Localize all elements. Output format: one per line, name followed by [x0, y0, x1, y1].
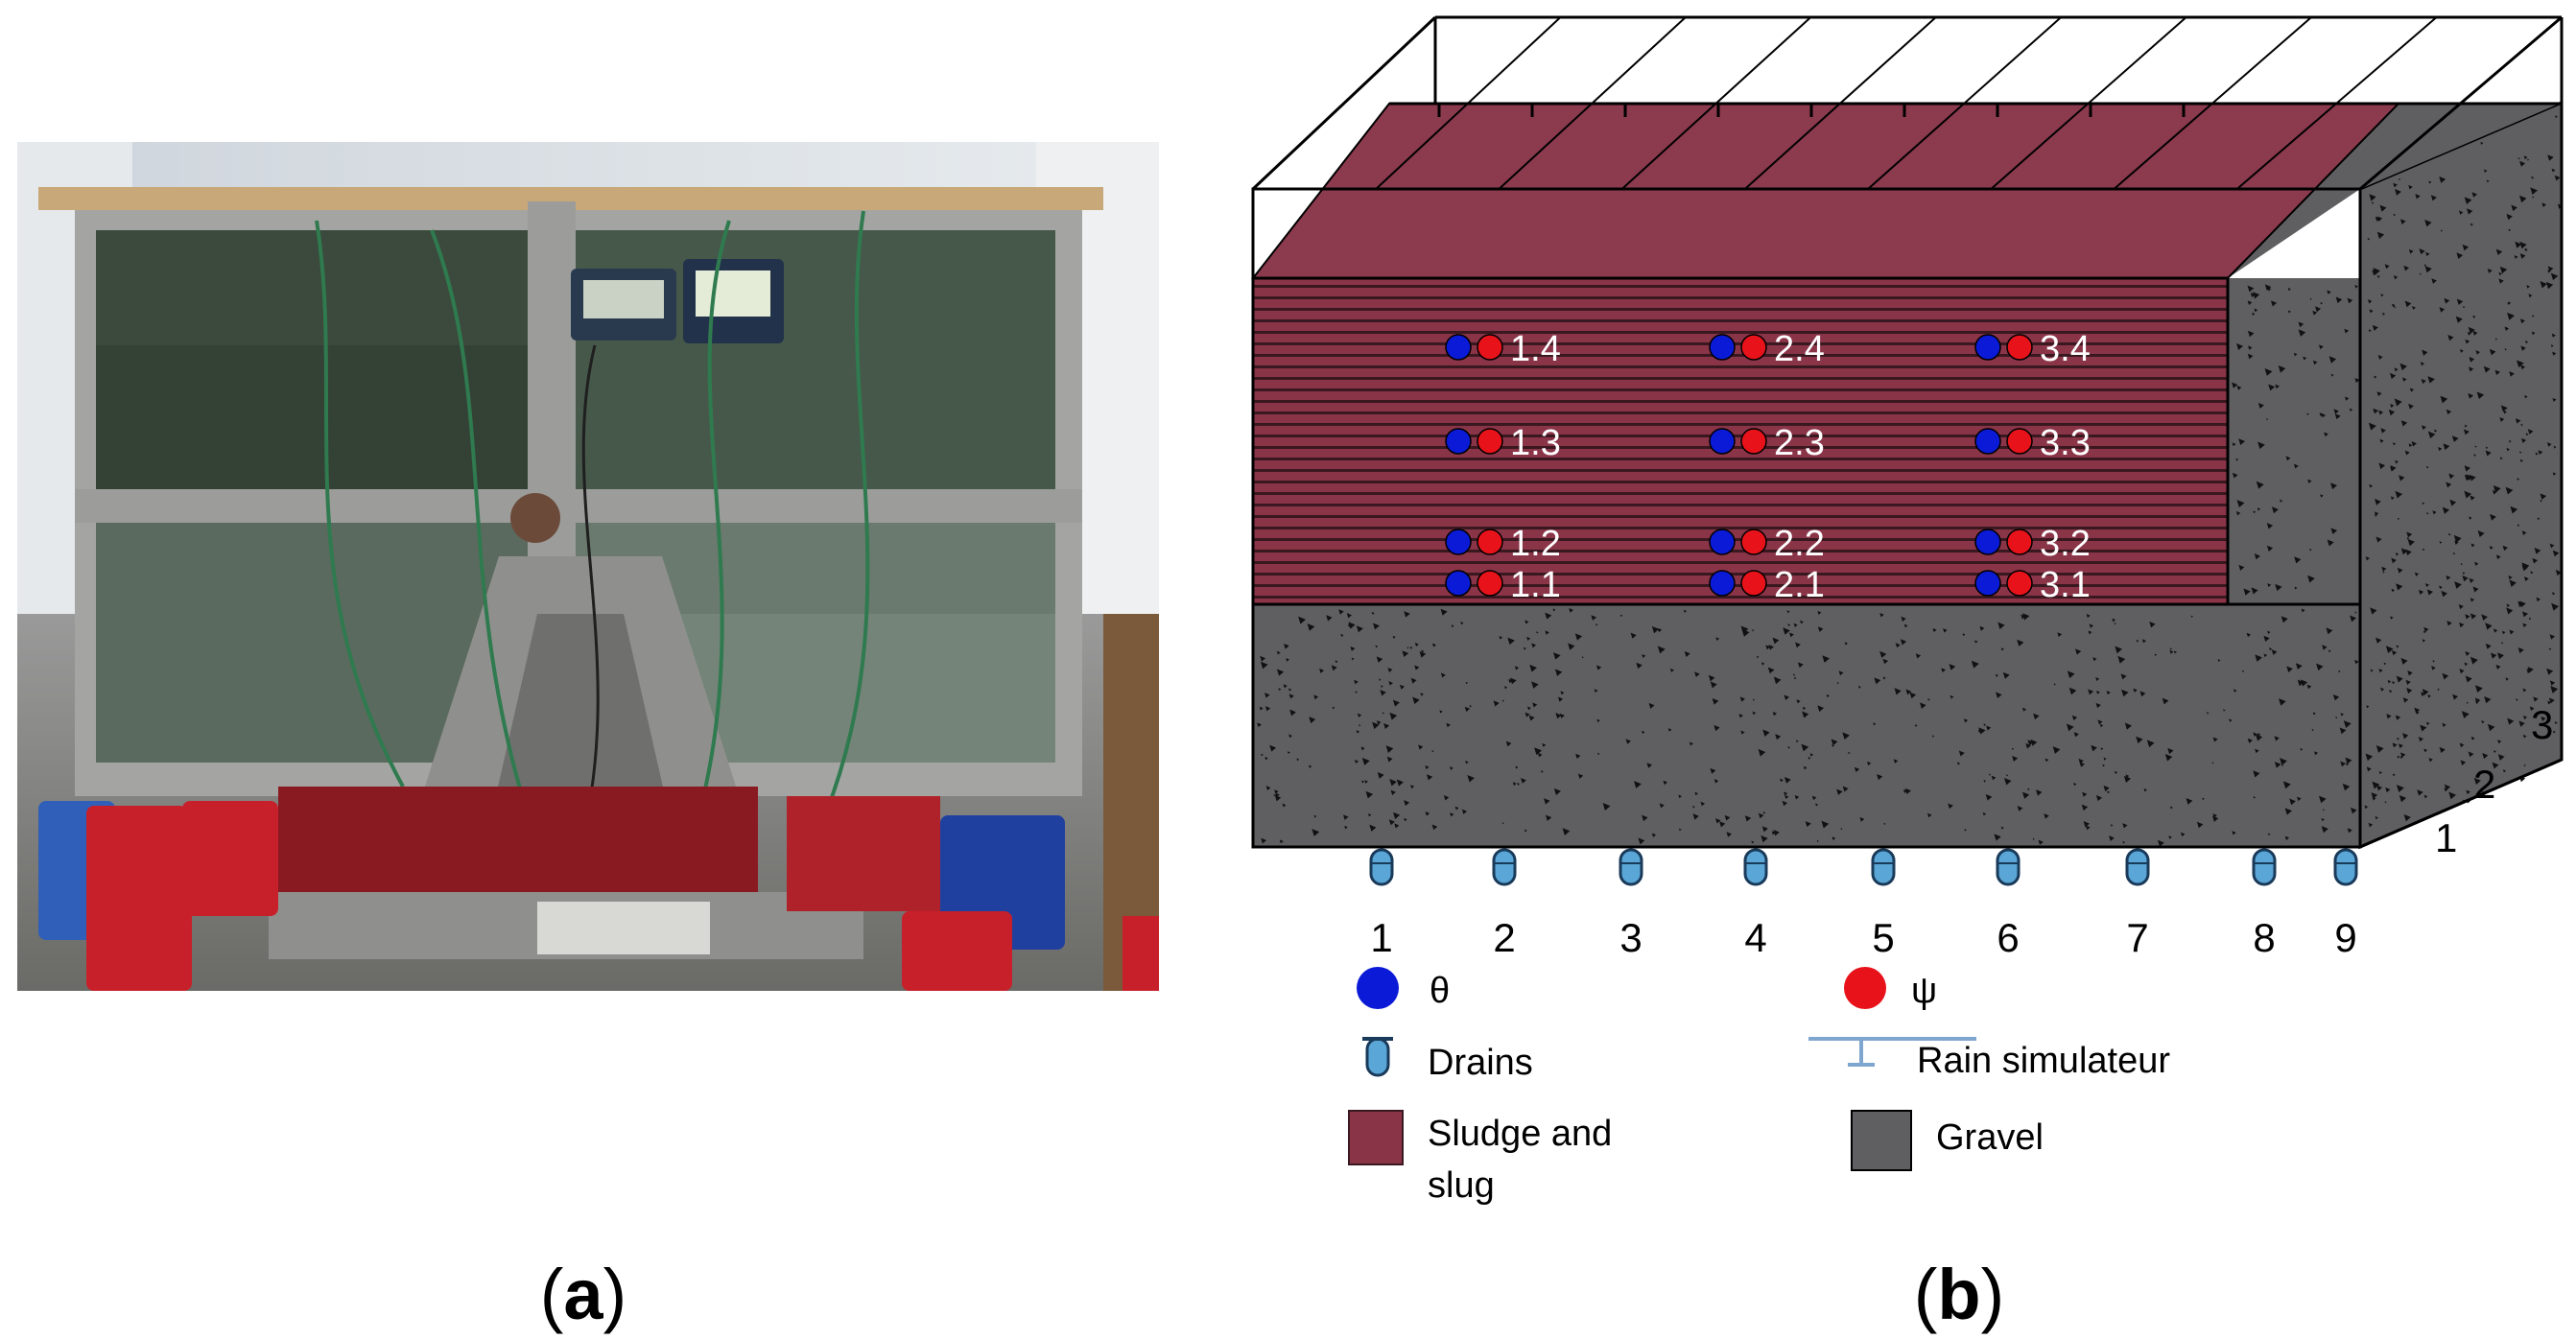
theta-sensor [1974, 428, 2001, 455]
legend: θ ψ Drains Rain simulateur Sludge and sl… [1348, 967, 2170, 1206]
theta-sensor [1445, 428, 1472, 455]
sludge-legend-label-line2: slug [1428, 1165, 1495, 1206]
psi-sensor [1740, 529, 1767, 555]
theta-sensor [1445, 529, 1472, 555]
psi-sensor [1477, 428, 1503, 455]
psi-sensor [2006, 570, 2033, 597]
drain-number: 7 [2126, 915, 2148, 960]
depth-number-3: 3 [2531, 702, 2553, 747]
theta-sensor [1974, 529, 2001, 555]
psi-sensor [1477, 334, 1503, 361]
sludge-legend-swatch [1348, 1110, 1404, 1165]
depth-number-1: 1 [2435, 815, 2457, 860]
theta-legend-marker [1357, 967, 1399, 1009]
psi-sensor [1740, 570, 1767, 597]
psi-sensor [1477, 529, 1503, 555]
sensor-label: 2.1 [1774, 565, 1825, 605]
sensor-label: 1.1 [1510, 565, 1561, 605]
drain-icon [1743, 848, 1768, 886]
theta-legend-label: θ [1430, 971, 1450, 1011]
psi-sensor [2006, 529, 2033, 555]
drain-number: 4 [1744, 915, 1766, 960]
depth-number-2: 2 [2473, 762, 2495, 807]
box-wireframe [1251, 15, 2564, 849]
drains-legend-label: Drains [1428, 1043, 1533, 1083]
theta-sensor [1445, 570, 1472, 597]
psi-legend-label: ψ [1911, 971, 1937, 1011]
sludge-top-face [1250, 103, 2401, 279]
theta-sensor [1709, 529, 1736, 555]
psi-sensor [2006, 334, 2033, 361]
sensor-label: 1.3 [1510, 423, 1561, 463]
gravel-front-right [2228, 278, 2360, 604]
drain-number: 1 [1370, 915, 1392, 960]
panel-b-label: (b) [1914, 1255, 2005, 1334]
drain-number: 3 [1619, 915, 1642, 960]
rain-legend-icon [1808, 1037, 1976, 1067]
gravel-speckles [1257, 115, 2564, 847]
psi-sensor [1477, 570, 1503, 597]
theta-sensor [1445, 334, 1472, 361]
theta-sensor [1974, 570, 2001, 597]
rain-nozzles [1432, 102, 2190, 117]
photograph-lysimeter [17, 142, 1159, 991]
rain-legend-label: Rain simulateur [1917, 1041, 2170, 1081]
sludge-front-face [1251, 276, 2230, 606]
sensor-markers: 1.4 1.3 1.21.1 2.4 2.3 2.22.1 3.4 3.3 3.23.1 [1445, 329, 2091, 605]
sensor-label: 2.3 [1774, 423, 1825, 463]
psi-sensor [2006, 428, 2033, 455]
gravel-legend-label: Gravel [1936, 1117, 2044, 1158]
drain-icon [1492, 848, 1517, 886]
drain-number: 9 [2334, 915, 2356, 960]
drain-icon [1369, 848, 1394, 886]
drain-number: 5 [1872, 915, 1894, 960]
sensor-label: 1.4 [1510, 329, 1561, 369]
drain-number: 6 [1997, 915, 2019, 960]
theta-sensor [1709, 428, 1736, 455]
rain-simulator-grid [1375, 16, 2438, 190]
theta-sensor [1709, 334, 1736, 361]
drain-icon [2125, 848, 2150, 886]
theta-sensor [1974, 334, 2001, 361]
sensor-label: 2.2 [1774, 524, 1825, 564]
sensor-label: 3.1 [2040, 565, 2091, 605]
theta-sensor [1709, 570, 1736, 597]
drain-legend-icon [1362, 1037, 1393, 1077]
sensor-label: 3.3 [2040, 423, 2091, 463]
drain-icon [2252, 848, 2277, 886]
drain-icon [1996, 848, 2021, 886]
psi-sensor [1740, 334, 1767, 361]
sensor-label: 2.4 [1774, 329, 1825, 369]
psi-legend-marker [1844, 967, 1886, 1009]
drain-icon [1619, 848, 1643, 886]
drain-number: 8 [2253, 915, 2275, 960]
psi-sensor [1740, 428, 1767, 455]
gravel-front-face [1251, 602, 2362, 849]
panel-a-label: (a) [540, 1255, 626, 1334]
sensor-label: 3.4 [2040, 329, 2091, 369]
drain-icon [2333, 848, 2358, 886]
gravel-legend-swatch [1851, 1110, 1912, 1171]
sludge-legend-label-line1: Sludge and [1428, 1114, 1612, 1154]
drains: 1 2 3 4 5 6 7 8 9 [1369, 848, 2358, 960]
drain-number: 2 [1493, 915, 1515, 960]
sensor-label: 3.2 [2040, 524, 2091, 564]
drain-icon [1871, 848, 1896, 886]
sensor-label: 1.2 [1510, 524, 1561, 564]
